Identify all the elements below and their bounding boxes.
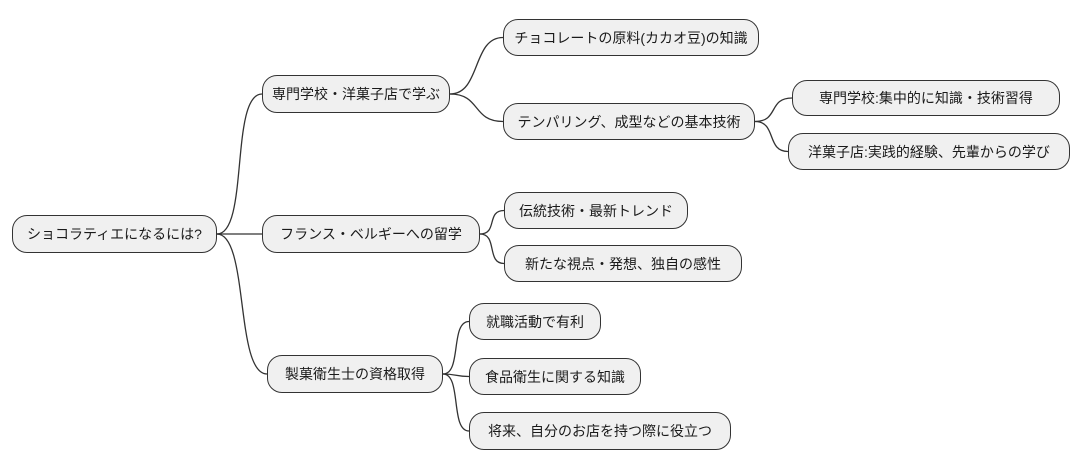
connector-root-to-branch1 bbox=[216, 93, 263, 235]
node-future-own-shop: 将来、自分のお店を持つ際に役立つ bbox=[469, 412, 731, 450]
node-root: ショコラティエになるには? bbox=[12, 215, 217, 253]
connector-branch2-to-perspective bbox=[479, 233, 505, 265]
node-traditional-techniques-trends: 伝統技術・最新トレンド bbox=[504, 192, 688, 229]
node-tempering-molding: テンパリング、成型などの基本技術 bbox=[503, 103, 755, 140]
node-branch-vocational-school: 専門学校・洋菓子店で学ぶ bbox=[262, 75, 450, 113]
connector-tempering-to-school bbox=[754, 97, 793, 123]
node-school-intensive-learning: 専門学校:集中的に知識・技術習得 bbox=[792, 80, 1060, 116]
connector-branch3-to-jobhunt bbox=[442, 320, 470, 375]
connector-branch1-to-tempering bbox=[449, 93, 504, 123]
connector-branch3-to-ownshop bbox=[442, 373, 470, 432]
connector-tempering-to-patisserie bbox=[754, 120, 789, 153]
connector-branch2-to-tradition bbox=[479, 209, 505, 235]
node-job-hunting-advantage: 就職活動で有利 bbox=[469, 303, 601, 340]
node-cacao-knowledge: チョコレートの原料(カカオ豆)の知識 bbox=[503, 19, 759, 56]
connector-root-to-branch3 bbox=[216, 233, 268, 375]
connector-branch3-to-hygiene bbox=[442, 373, 470, 378]
node-branch-hygienist-license: 製菓衛生士の資格取得 bbox=[267, 355, 443, 393]
node-food-hygiene-knowledge: 食品衛生に関する知識 bbox=[469, 358, 641, 395]
node-branch-study-abroad: フランス・ベルギーへの留学 bbox=[262, 215, 480, 253]
node-patisserie-practical-experience: 洋菓子店:実践的経験、先輩からの学び bbox=[788, 133, 1070, 170]
connector-branch1-to-cacao bbox=[449, 36, 504, 95]
node-new-perspectives-sensibility: 新たな視点・発想、独自の感性 bbox=[504, 245, 742, 282]
